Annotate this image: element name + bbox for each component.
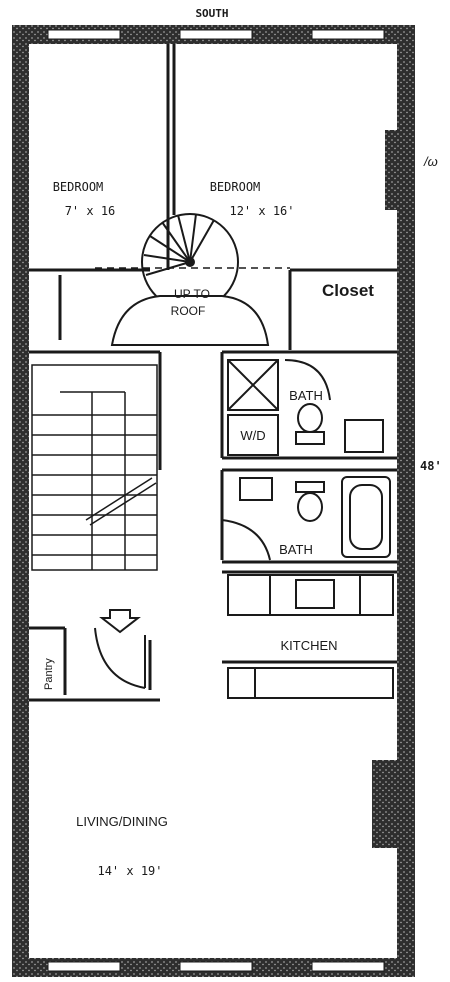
main-staircase [31, 364, 158, 571]
living-dining-size: 14' x 19' [97, 864, 162, 878]
sink-upper [344, 419, 384, 453]
window-bottom-left [47, 961, 121, 972]
vanity-lower [239, 477, 273, 501]
window-top-middle [179, 29, 253, 40]
wall-east [397, 25, 415, 977]
compass-label: SOUTH [195, 7, 228, 20]
washer-dryer-label: W/D [240, 428, 265, 443]
kitchen-label: KITCHEN [280, 638, 337, 653]
wall-west [12, 25, 29, 977]
bedroom-left-size: 7' x 16 [65, 204, 116, 218]
closet-label: Closet [322, 281, 374, 300]
length-dimension: 48' [420, 459, 442, 473]
door-swings [94, 359, 331, 689]
bath-upper-label: BATH [289, 388, 323, 403]
window-bottom-right [311, 961, 385, 972]
kitchen-counters [227, 574, 394, 699]
interior-walls [29, 44, 397, 702]
window-top-right [311, 29, 385, 40]
washer-dryer-box [227, 414, 279, 456]
bath-lower-label: BATH [279, 542, 313, 557]
pantry-label: Pantry [43, 658, 55, 690]
living-dining-label: LIVING/DINING [76, 814, 168, 829]
chimney-lower [372, 760, 399, 848]
bedroom-right-label: BEDROOM [210, 180, 261, 194]
bath-fixtures [227, 359, 391, 558]
toilet-lower [297, 492, 323, 522]
shower-stall [227, 359, 279, 411]
stair-note-line2: ROOF [171, 304, 206, 318]
side-note: /ω [423, 154, 438, 169]
window-top-left [47, 29, 121, 40]
window-bottom-middle [179, 961, 253, 972]
bedroom-right-size: 12' x 16' [229, 204, 294, 218]
toilet-upper [297, 403, 323, 433]
exterior-walls [12, 25, 415, 977]
spiral-stair [110, 213, 270, 346]
bedroom-left-label: BEDROOM [53, 180, 104, 194]
tub-lower [341, 476, 391, 558]
stair-note-line1: UP TO [174, 287, 210, 301]
chimney-upper [385, 130, 399, 210]
down-arrow-icon [99, 609, 141, 634]
